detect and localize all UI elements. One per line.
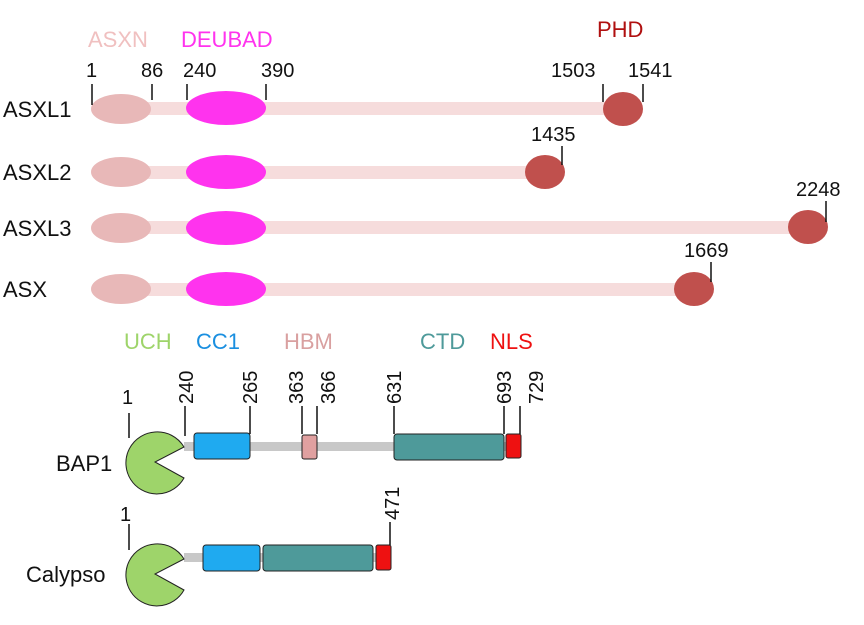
position-label: 471 — [382, 487, 404, 520]
asx-deubad-domain — [186, 272, 266, 306]
legend-hbm: HBM — [284, 329, 333, 354]
asx-phd-domain — [674, 272, 714, 306]
calypso-nls-domain — [375, 544, 392, 571]
asxl2-backbone — [100, 166, 545, 179]
asxl1-deubad-domain — [186, 91, 266, 125]
legend-ctd: CTD — [420, 329, 465, 354]
bap1-backbone — [184, 442, 514, 451]
protein-name-asxl1: ASXL1 — [3, 97, 72, 122]
asx-row: ASX 1669 — [3, 240, 729, 306]
asxl1-row: ASXL1 1 86 240 390 1503 1541 — [3, 60, 673, 126]
legend-cc1: CC1 — [196, 329, 240, 354]
position-label: 631 — [384, 371, 406, 404]
position-label: 240 — [176, 371, 198, 404]
position-label: 265 — [240, 371, 262, 404]
calypso-row: Calypso 1 471 — [26, 487, 404, 607]
protein-name-bap1: BAP1 — [56, 451, 112, 476]
asxl3-backbone — [100, 221, 810, 234]
asxl3-phd-domain — [788, 210, 828, 244]
bap1-hbm-domain — [301, 434, 318, 460]
position-label: 1669 — [684, 240, 729, 262]
bap1-row: BAP1 1 240 265 363 366 631 693 729 — [56, 371, 548, 495]
position-label: 1 — [120, 504, 131, 526]
calypso-cc1-domain — [202, 544, 261, 572]
position-label: 1 — [122, 387, 133, 409]
protein-name-asxl3: ASXL3 — [3, 216, 72, 241]
asxl2-deubad-domain — [186, 155, 266, 189]
position-label: 1 — [86, 60, 97, 82]
asxl2-asxn-domain — [91, 157, 151, 187]
position-label: 729 — [526, 371, 548, 404]
asxl1-backbone — [100, 102, 625, 115]
legend-asxn: ASXN — [88, 27, 148, 52]
bap1-cc1-domain — [193, 432, 251, 460]
bap1-uch-domain — [125, 431, 185, 495]
position-label: 390 — [261, 60, 294, 82]
position-label: 1435 — [531, 124, 576, 146]
asxl1-phd-domain — [603, 92, 643, 126]
bap1-ctd-domain — [393, 433, 505, 461]
protein-name-asxl2: ASXL2 — [3, 160, 72, 185]
asxl3-deubad-domain — [186, 211, 266, 245]
asxl2-row: ASXL2 1435 — [3, 124, 576, 189]
asxl1-asxn-domain — [91, 94, 151, 124]
legend-nls: NLS — [490, 329, 533, 354]
position-label: 693 — [494, 371, 516, 404]
asxl2-phd-domain — [525, 155, 565, 189]
position-label: 1503 — [551, 60, 596, 82]
position-label: 1541 — [628, 60, 673, 82]
position-label: 86 — [141, 60, 163, 82]
legend-deubad: DEUBAD — [181, 27, 273, 52]
calypso-uch-domain — [125, 543, 185, 607]
position-label: 240 — [183, 60, 216, 82]
position-label: 2248 — [796, 179, 841, 201]
position-label: 363 — [286, 371, 308, 404]
legend-phd: PHD — [597, 17, 643, 42]
calypso-ctd-domain — [262, 544, 374, 572]
protein-name-asx: ASX — [3, 277, 47, 302]
bap1-nls-domain — [505, 433, 522, 459]
legend-uch: UCH — [124, 329, 172, 354]
asxl3-row: ASXL3 2248 — [3, 179, 841, 245]
protein-name-calypso: Calypso — [26, 562, 105, 587]
position-label: 366 — [318, 371, 340, 404]
asxl3-asxn-domain — [91, 213, 151, 243]
asx-asxn-domain — [91, 274, 151, 304]
